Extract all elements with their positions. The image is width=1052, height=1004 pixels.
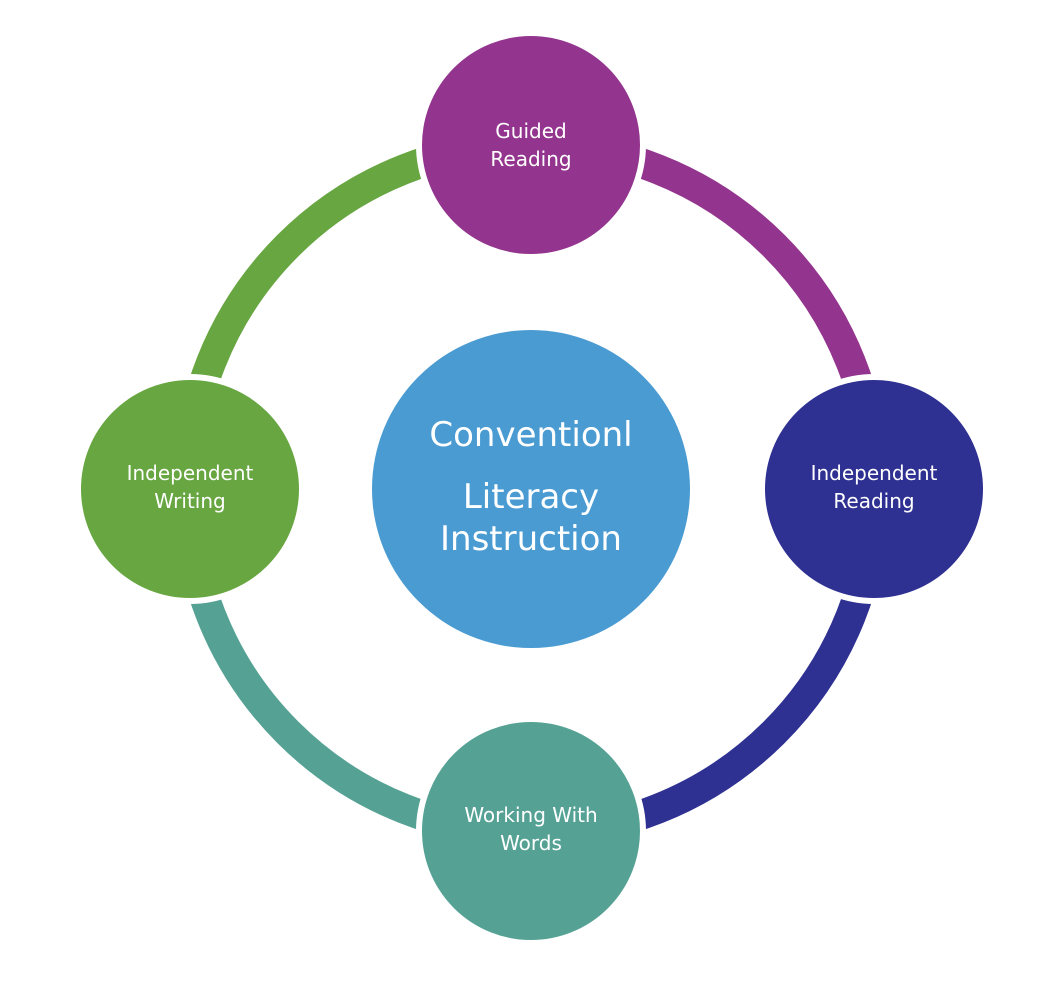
- center-label-line-2: Literacy: [463, 477, 599, 517]
- node-working-with-words-line-2: Words: [500, 831, 562, 855]
- node-working-with-words-line-1: Working With: [464, 803, 597, 827]
- node-guided-reading-line-2: Reading: [490, 147, 571, 171]
- center-label-line-1: Conventionl: [429, 415, 632, 455]
- node-guided-reading-line-1: Guided: [495, 119, 566, 143]
- center-circle: [372, 330, 690, 648]
- node-working-with-words: [416, 716, 646, 946]
- node-guided-reading: [416, 30, 646, 260]
- center-label-line-3: Instruction: [440, 519, 622, 559]
- node-independent-reading-line-2: Reading: [833, 489, 914, 513]
- node-independent-writing: [75, 374, 305, 604]
- node-independent-writing-line-1: Independent: [127, 461, 254, 485]
- node-independent-writing-line-2: Writing: [154, 489, 225, 513]
- node-independent-reading: [759, 374, 989, 604]
- node-independent-reading-line-1: Independent: [811, 461, 938, 485]
